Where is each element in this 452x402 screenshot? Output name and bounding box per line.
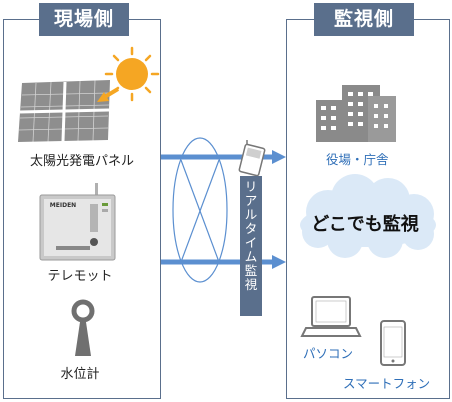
- solar-panel-icon: [18, 79, 110, 143]
- smartphone-icon: [380, 320, 406, 366]
- realtime-monitoring-banner: [240, 176, 262, 316]
- office-label: 役場・庁舎: [326, 152, 389, 167]
- realtime-monitoring-text: リアルタイム監視: [244, 179, 258, 292]
- sunlight-arrowhead: [97, 92, 109, 102]
- anywhere-monitoring-text: どこでも監視: [311, 214, 419, 235]
- smartphone-label: スマートフォン: [343, 376, 431, 391]
- water-level-gauge-icon: [71, 299, 95, 356]
- water-level-label: 水位計: [60, 367, 100, 382]
- telemeter-device-icon: [39, 183, 116, 261]
- solar-panel-label: 太陽光発電パネル: [29, 154, 134, 169]
- office-buildings-icon: [316, 85, 396, 142]
- network-link-graphic: [172, 137, 228, 283]
- telemeter-label: テレモット: [47, 269, 113, 284]
- cloud-icon: [300, 174, 436, 258]
- monitor-side-header: 監視側: [314, 3, 414, 36]
- telemeter-brand-text: MEIDEN: [49, 202, 77, 209]
- pc-label: パソコン: [303, 346, 354, 361]
- site-side-header: 現場側: [39, 3, 129, 36]
- laptop-icon: [300, 296, 362, 337]
- mobile-phone-icon: [238, 140, 266, 177]
